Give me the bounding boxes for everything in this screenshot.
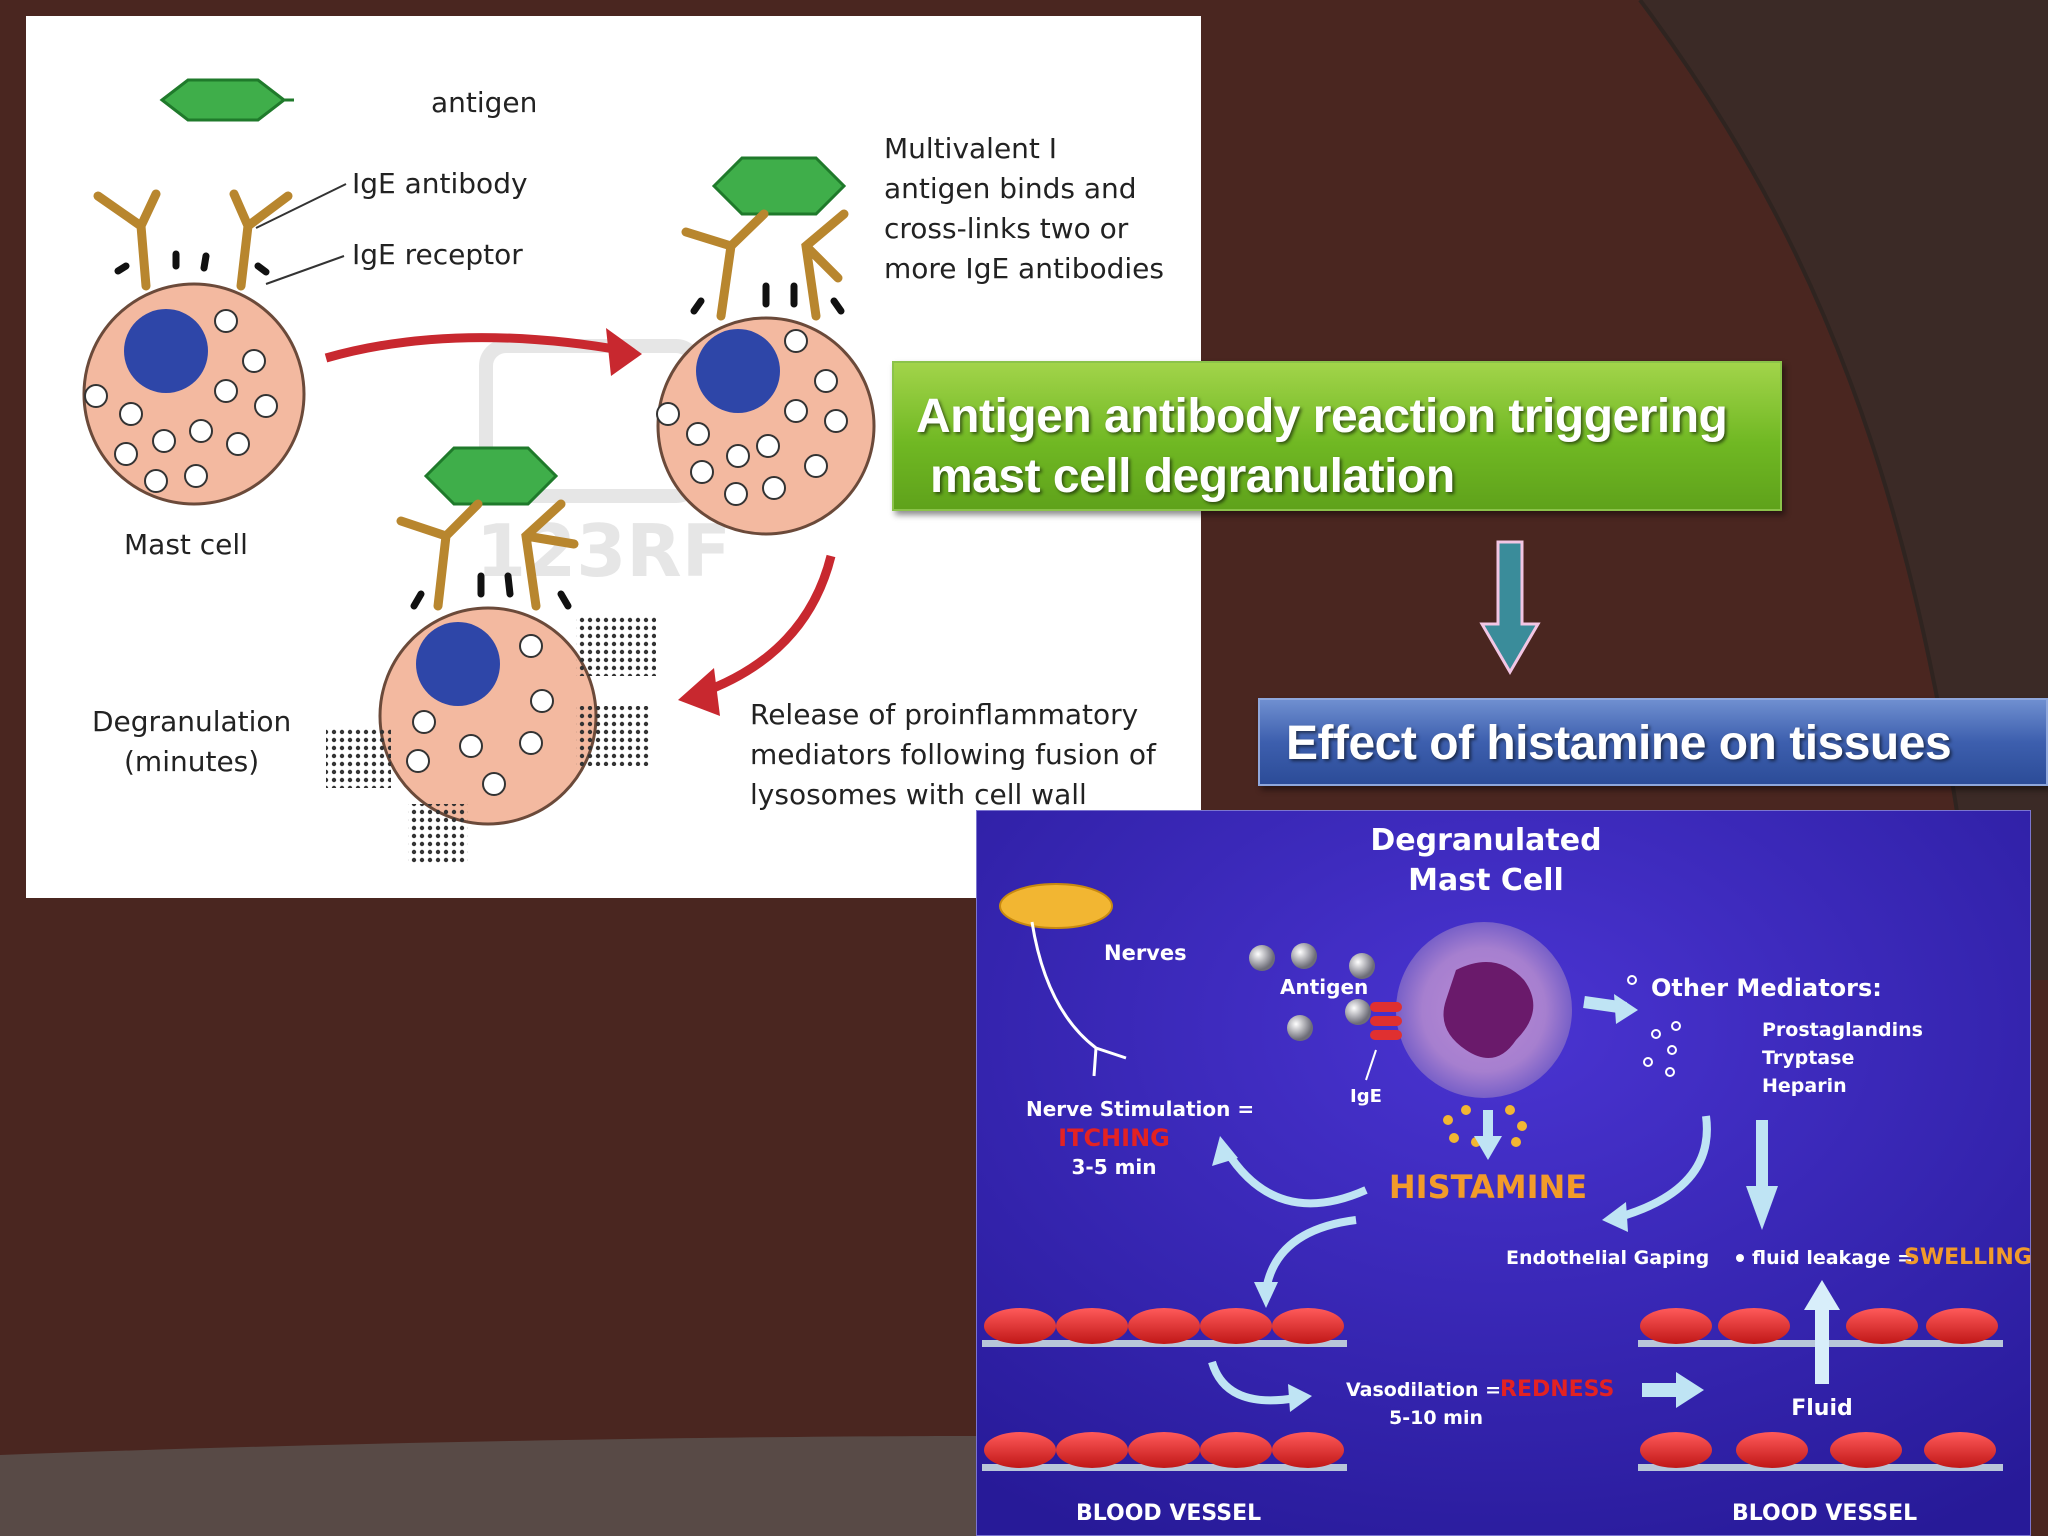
text-label: (minutes) — [124, 745, 259, 778]
ige-receptor-label: IgE receptor — [352, 238, 523, 271]
degranulation-label: Degranulation (minutes) — [92, 705, 291, 778]
histamine-label: HISTAMINE — [1389, 1168, 1587, 1206]
antigen-label: antigen — [431, 86, 537, 119]
arrow-down-left — [696, 554, 836, 699]
nerves-label: Nerves — [1104, 941, 1187, 965]
granules-cell-2 — [656, 329, 848, 506]
other-mediators-label: Other Mediators: — [1651, 974, 1882, 1002]
fluid-label: Fluid — [1791, 1396, 1853, 1421]
mediator-prostaglandins: Prostaglandins — [1762, 1019, 1923, 1041]
swelling-label: SWELLING — [1904, 1245, 2031, 1270]
watermark-text: 123RF — [476, 509, 731, 593]
text-label: Release of proinflammatory — [750, 698, 1138, 731]
antigen-label-bottom: Antigen — [1280, 975, 1368, 999]
text-label: more IgE antibodies — [884, 252, 1164, 285]
granules-cell-3 — [406, 634, 554, 796]
multivalent-text: Multivalent I antigen binds and cross-li… — [884, 132, 1164, 285]
mediator-heparin: Heparin — [1762, 1075, 1847, 1097]
release-text: Release of proinflammatory mediators fol… — [750, 698, 1157, 811]
ige-receptors-icon — [1370, 1002, 1402, 1040]
vasodilation-label: Vasodilation = — [1346, 1379, 1501, 1401]
mediator-dots — [1627, 975, 1681, 1077]
fluid-leakage-label: fluid leakage = — [1752, 1247, 1913, 1269]
endothelial-gaping-label: Endothelial Gaping — [1506, 1247, 1709, 1269]
banner-line-2: mast cell degranulation — [930, 450, 1455, 503]
banner-subtitle: Effect of histamine on tissues — [1286, 717, 1952, 770]
down-arrow-icon — [1479, 540, 1541, 675]
subtitle-banner-blue: Effect of histamine on tissues — [1258, 698, 2048, 786]
mast-cell-3 — [378, 446, 598, 826]
redness-label: REDNESS — [1500, 1377, 1614, 1402]
mediator-tryptase: Tryptase — [1762, 1047, 1854, 1069]
histamine-granules — [1443, 1105, 1527, 1147]
arrow-right — [324, 333, 627, 363]
text-label: cross-links two or — [884, 212, 1129, 245]
nerve-stimulation-label: Nerve Stimulation = — [1026, 1097, 1254, 1121]
antigen-icon — [159, 78, 287, 122]
itching-time-label: 3-5 min — [1071, 1155, 1156, 1179]
mast-cell-label: Mast cell — [124, 528, 248, 561]
blood-vessel-right — [1638, 1308, 2003, 1471]
text-label: Multivalent I — [884, 132, 1057, 165]
vasodilation-time-label: 5-10 min — [1389, 1407, 1483, 1429]
degranulated-title-1: Degranulated — [1370, 823, 1601, 858]
antigen-particles — [1249, 943, 1375, 1041]
granules-cell-1 — [84, 309, 278, 493]
text-label: lysosomes with cell wall — [750, 778, 1087, 811]
title-banner-green: Antigen antibody reaction triggering mas… — [892, 361, 1782, 511]
text-label: mediators following fusion of — [750, 738, 1157, 771]
released-mediators — [326, 616, 656, 864]
ige-label-bottom: IgE — [1350, 1086, 1382, 1107]
bottom-band — [0, 1436, 976, 1536]
itching-label: ITCHING — [1058, 1124, 1170, 1152]
ige-antibody-label: IgE antibody — [352, 167, 528, 200]
text-label: antigen binds and — [884, 172, 1137, 205]
mast-cell-1 — [82, 189, 306, 506]
banner-line-1: Antigen antibody reaction triggering — [916, 390, 1728, 443]
degranulated-title-2: Mast Cell — [1408, 863, 1564, 898]
nerve-ending-icon — [999, 883, 1113, 929]
histamine-effects-diagram: Degranulated Mast Cell Nerves Antigen Ig… — [976, 810, 2031, 1536]
blood-vessel-left-label: BLOOD VESSEL — [1076, 1501, 1261, 1526]
blood-vessel-left — [982, 1308, 1347, 1471]
blood-vessel-right-label: BLOOD VESSEL — [1732, 1501, 1917, 1526]
text-label: Degranulation — [92, 705, 291, 738]
